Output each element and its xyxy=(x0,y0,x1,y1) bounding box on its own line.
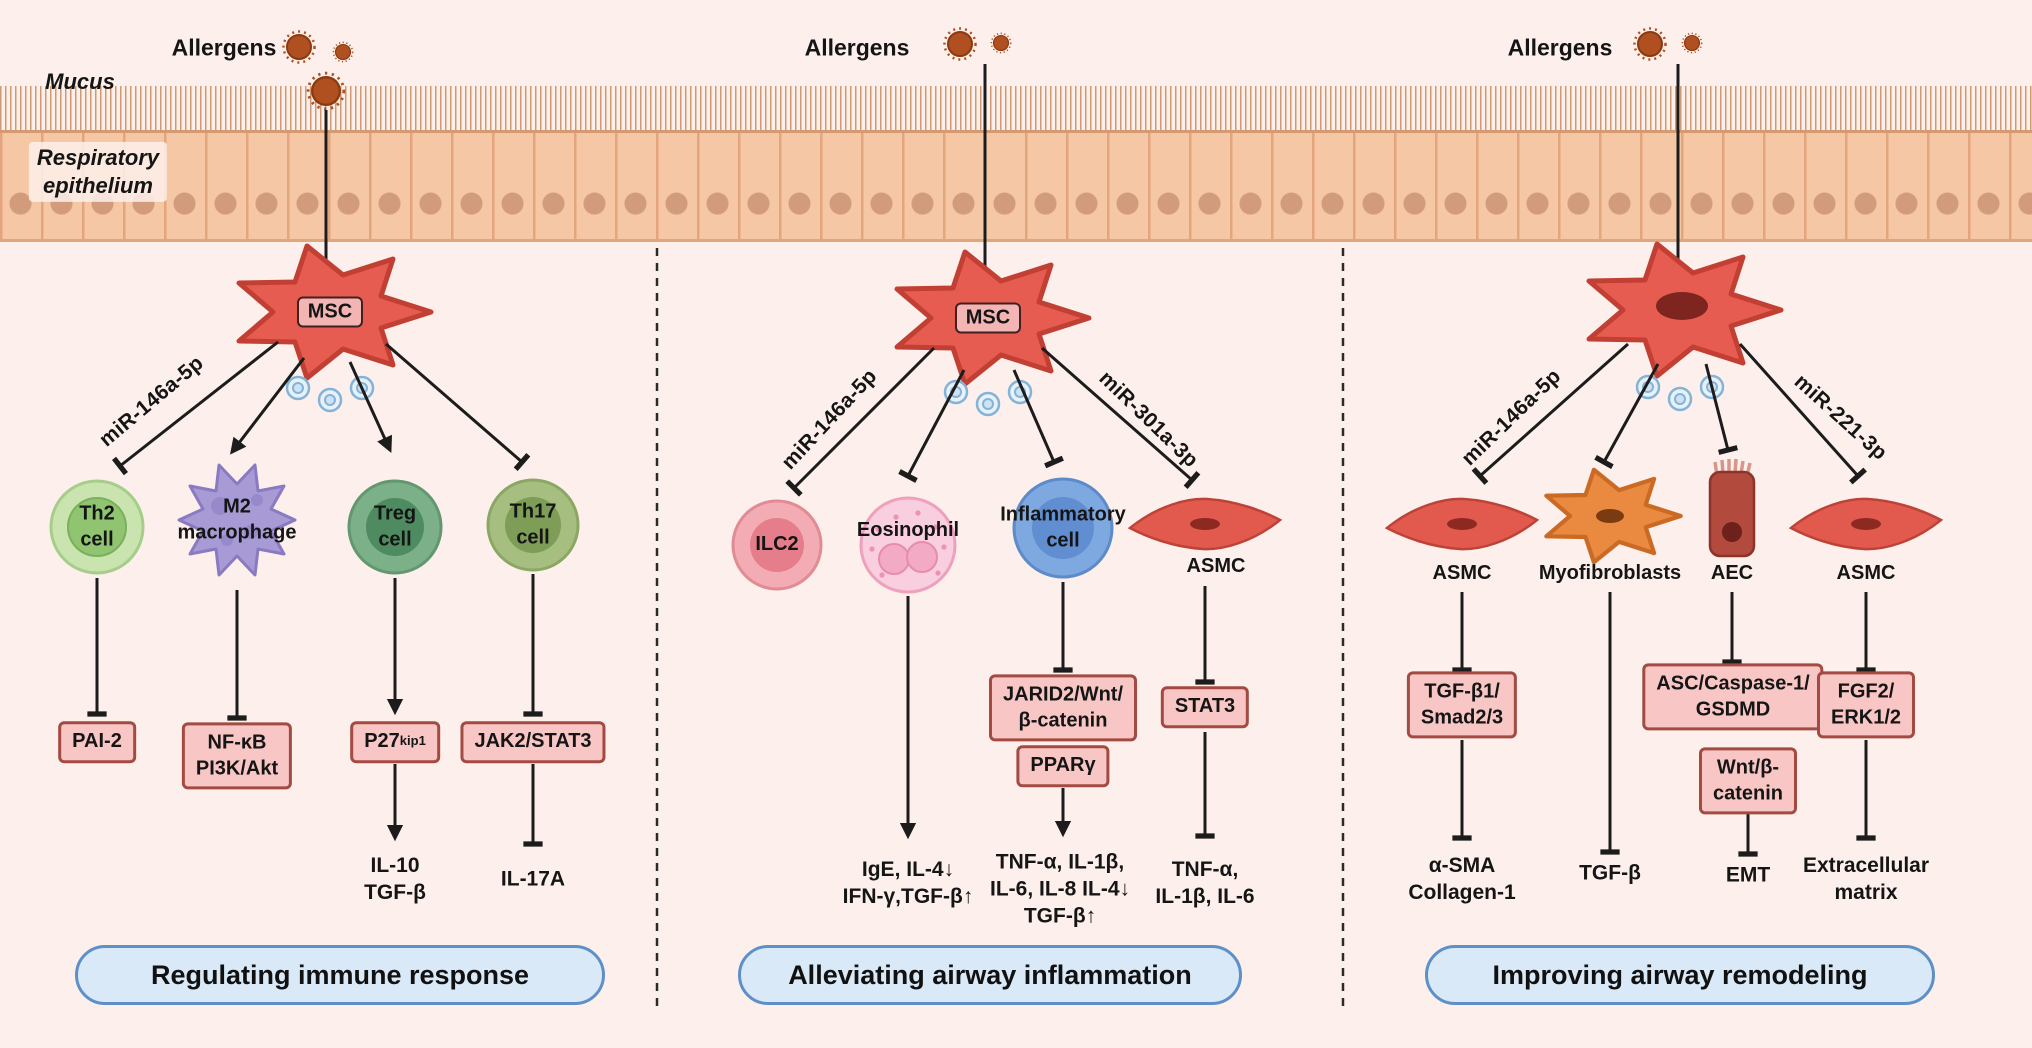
msc-label-panel1: MSC xyxy=(297,296,363,328)
asmc-label-panel3-left: ASMC xyxy=(1432,562,1492,585)
allergen-particles-panel3 xyxy=(1633,27,1703,61)
tgfb-output-text: TGF-β xyxy=(1579,861,1641,885)
panel2-title-pill: Alleviating airway inflammation xyxy=(738,945,1242,1005)
respiratory-epithelium-band xyxy=(0,130,2032,242)
nfkb-pi3k-box: NF-κB PI3K/Akt xyxy=(181,722,293,790)
panel1-lines xyxy=(87,340,543,847)
allergens-label-panel3: Allergens xyxy=(1507,34,1613,61)
m2-macrophage-cell xyxy=(177,463,297,577)
fgf2-erk-box: FGF2/ ERK1/2 xyxy=(1816,671,1916,739)
th2-cell-label: Th2 cell xyxy=(79,502,115,550)
asmc-cell-panel2 xyxy=(1128,497,1282,551)
ilc2-cell-label: ILC2 xyxy=(755,533,799,556)
eosinophil-cell-label: Eosinophil xyxy=(856,519,960,542)
allergens-label-panel2: Allergens xyxy=(804,34,910,61)
stat3-box: STAT3 xyxy=(1160,686,1250,728)
asc-caspase-gsdmd-box: ASC/Caspase-1/ GSDMD xyxy=(1642,663,1824,731)
asmc-cell-panel3-right xyxy=(1789,497,1943,551)
pparg-box: PPARγ xyxy=(1016,745,1110,787)
panel3-title-pill: Improving airway remodeling xyxy=(1425,945,1935,1005)
inflammatory-output-text: TNF-α, IL-1β, IL-6, IL-8 IL-4↓ TGF-β↑ xyxy=(989,850,1131,928)
pai2-box: PAI-2 xyxy=(58,721,136,763)
asmc-output-text-panel2: TNF-α, IL-1β, IL-6 xyxy=(1155,858,1255,908)
asmc-label-panel2: ASMC xyxy=(1186,555,1246,578)
th17-cell-label: Th17 cell xyxy=(509,500,557,548)
allergen-entry-arrows xyxy=(317,64,1687,292)
inflammatory-cell-label: Inflammatory cell xyxy=(1000,503,1126,551)
inflammatory-cell xyxy=(1012,477,1114,579)
th2-cell xyxy=(49,479,145,575)
ilc2-cell xyxy=(731,499,823,591)
th17-cell xyxy=(486,478,580,572)
eosinophil-cell xyxy=(859,496,957,594)
myofibroblasts-label: Myofibroblasts xyxy=(1538,562,1682,585)
m2-macrophage-label: M2 macrophage xyxy=(177,495,297,543)
ecm-output-text: Extracellular matrix xyxy=(1802,854,1930,904)
p27-sup-label: kip1 xyxy=(399,733,426,749)
aec-cell xyxy=(1708,458,1756,558)
jarid2-wnt-box: JARID2/Wnt/ β-catenin xyxy=(989,674,1137,742)
asmc-cell-panel3-left xyxy=(1385,497,1539,551)
wnt-bcatenin-box: Wnt/β- catenin xyxy=(1698,747,1798,815)
respiratory-epithelium-label: Respiratory epithelium xyxy=(28,141,168,203)
panel3-lines xyxy=(1452,342,1876,857)
aec-label: AEC xyxy=(1710,562,1754,585)
emt-output-text: EMT xyxy=(1725,863,1771,887)
tgfb1-smad-box: TGF-β1/ Smad2/3 xyxy=(1406,671,1518,739)
myofibroblast-cell xyxy=(1544,467,1683,565)
allergen-particles-panel1 xyxy=(282,30,354,111)
allergen-particles-panel2 xyxy=(943,27,1012,61)
mucus-label: Mucus xyxy=(45,68,115,94)
msc-label-panel2: MSC xyxy=(955,302,1021,334)
asma-collagen-text: α-SMA Collagen-1 xyxy=(1408,854,1516,904)
panel1-title-pill: Regulating immune response xyxy=(75,945,605,1005)
th17-output-text: IL-17A xyxy=(500,867,566,891)
treg-cell-label: Treg cell xyxy=(373,502,417,550)
msc-cell-panel3 xyxy=(1589,244,1781,376)
asmc-label-panel3-right: ASMC xyxy=(1836,562,1896,585)
eosinophil-output-text: IgE, IL-4↓ IFN-γ,TGF-β↑ xyxy=(842,858,974,908)
p27-label: P27 xyxy=(364,730,400,753)
panel2-lines xyxy=(785,346,1215,840)
allergens-label-panel1: Allergens xyxy=(171,34,277,61)
treg-output-text: IL-10 TGF-β xyxy=(364,854,426,904)
treg-cell xyxy=(347,479,443,575)
jak2-stat3-box: JAK2/STAT3 xyxy=(460,721,606,763)
